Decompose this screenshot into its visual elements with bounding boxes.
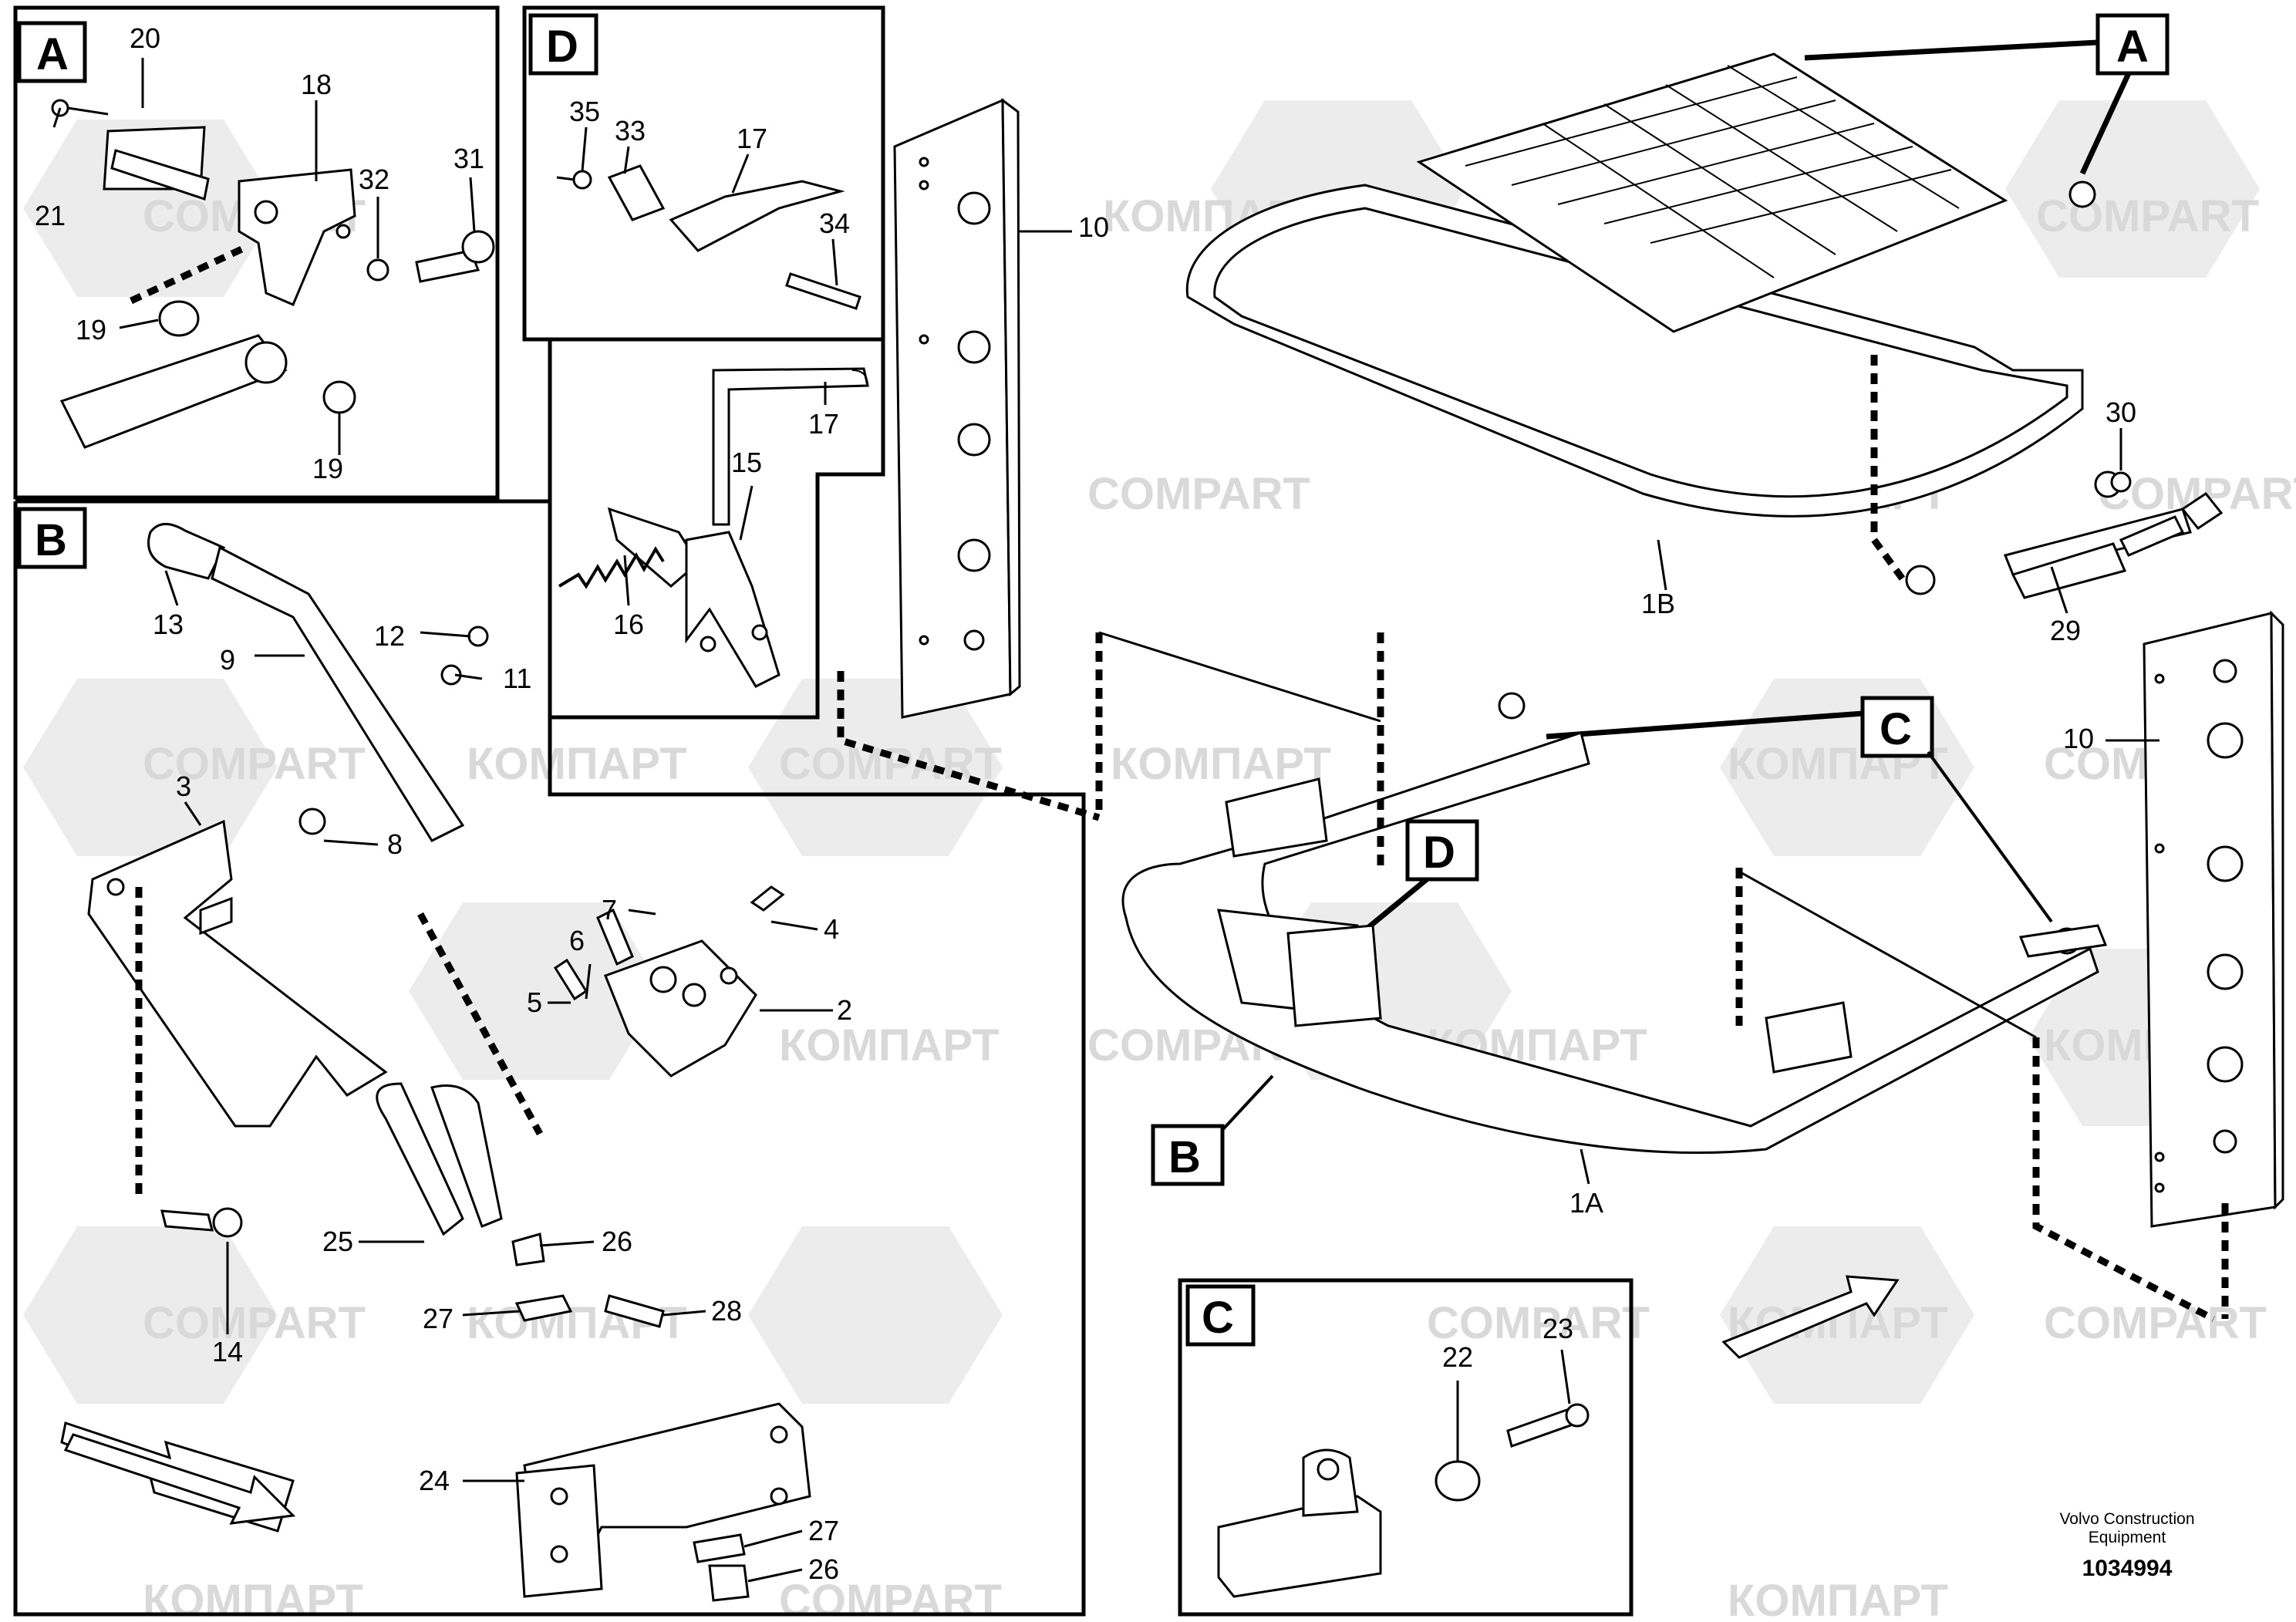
tag-b-main: B [1151,1074,1274,1186]
tag-a-main: A [1804,13,2170,175]
callout-34: 34 [819,207,850,239]
callout-labels: 20 18 21 32 31 19 19 35 33 17 34 17 15 1… [35,22,2136,1585]
callout-35: 35 [569,96,600,127]
callout-26: 26 [808,1553,839,1585]
callout-14: 14 [212,1336,243,1367]
callout-16: 16 [613,609,644,640]
callout-15: 15 [731,447,762,478]
svg-text:B: B [1168,1132,1201,1182]
plate-10-right [2143,610,2284,1228]
callout-20: 20 [130,22,160,54]
direction-arrow-main [1721,1275,1900,1359]
callout-5: 5 [527,986,542,1018]
frame-1a [1121,692,2108,1154]
watermark-text: КОМПАРТ [779,1020,1000,1071]
callout-23: 23 [1542,1313,1573,1344]
tag-c-main: C [1546,696,2053,923]
callout-19: 19 [76,314,106,346]
callout-13: 13 [153,609,184,640]
watermark-text: COMPART [1087,469,1310,519]
dashed-connectors [837,355,2229,1322]
footer-block: Volvo Construction Equipment 1034994 [2059,1510,2194,1581]
callout-27: 27 [423,1303,453,1334]
svg-text:A: A [2116,22,2149,72]
inset-a-parts [51,99,495,449]
callout-26: 26 [602,1226,632,1257]
watermark-text: COMPART [2036,191,2259,241]
callout-10: 10 [1078,211,1109,243]
callout-28: 28 [711,1295,742,1327]
callout-22: 22 [1442,1341,1473,1373]
inset-c-parts [1217,1403,1590,1598]
inset-d-bottom-frame [524,337,885,720]
inset-a-frame [13,5,500,500]
inset-b-parts [60,523,811,1602]
callout-27: 27 [808,1515,839,1546]
tag-c-inset: C [1185,1284,1256,1347]
watermark-text: КОМПАРТ [467,739,687,789]
callout-9: 9 [220,644,235,676]
callout-18: 18 [301,69,332,100]
callout-4: 4 [824,913,839,945]
inset-c-frame [1178,1278,1633,1617]
inset-d-top-parts [556,164,861,310]
svg-text:B: B [35,515,67,565]
callout-6: 6 [569,925,585,956]
inset-b-frame [13,499,1086,1617]
callout-1a: 1A [1569,1187,1603,1219]
callout-11: 11 [503,663,531,694]
inset-d-bottom-parts [558,367,869,688]
callout-31: 31 [453,143,484,174]
callout-25: 25 [322,1226,353,1257]
callout-33: 33 [615,115,646,147]
watermark-layer: COMPART КОМПАРТ COMPART COMPART КОМПАРТ … [23,100,2296,1622]
svg-text:C: C [1880,704,1912,754]
callout-3: 3 [176,771,191,802]
callout-29: 29 [2050,615,2081,646]
gas-spring-29 [2011,471,2185,599]
svg-text:A: A [36,29,69,79]
watermark-text: COMPART [2044,1298,2267,1348]
tag-d-inset: D [528,13,598,76]
frame-1b [1185,52,2224,595]
callout-2: 2 [837,994,852,1026]
watermark-text: COMPART [1427,1298,1650,1348]
callout-19: 19 [312,453,343,484]
plate-10-left [893,97,1021,719]
callout-32: 32 [359,164,389,195]
callout-17: 17 [808,408,839,440]
callout-8: 8 [387,828,403,860]
watermark-text: COMPART [143,1298,366,1348]
svg-text:D: D [546,22,578,72]
leader-lines [52,58,2159,1583]
watermark-text: КОМПАРТ [1728,1576,1948,1622]
callout-7: 7 [602,894,617,926]
company-name-line1: Volvo Construction [2059,1510,2194,1528]
callout-30: 30 [2106,396,2136,428]
callout-10: 10 [2063,723,2094,754]
svg-text:C: C [1202,1293,1234,1343]
svg-text:D: D [1423,828,1455,878]
company-name-line2: Equipment [2089,1529,2166,1546]
watermark-text: COMPART [779,739,1002,789]
drawing-number: 1034994 [2082,1556,2173,1581]
callout-17: 17 [737,123,767,154]
tag-b-inset: B [17,507,87,569]
watermark-text: COMPART [143,739,366,789]
callout-1b: 1B [1641,588,1675,619]
tag-d-main: D [1359,819,1479,936]
callout-21: 21 [35,200,66,231]
callout-24: 24 [419,1465,450,1496]
direction-arrow-b [63,1433,296,1525]
watermark-text: КОМПАРТ [1111,739,1331,789]
tag-a-inset: A [17,21,87,83]
callout-12: 12 [374,620,405,652]
